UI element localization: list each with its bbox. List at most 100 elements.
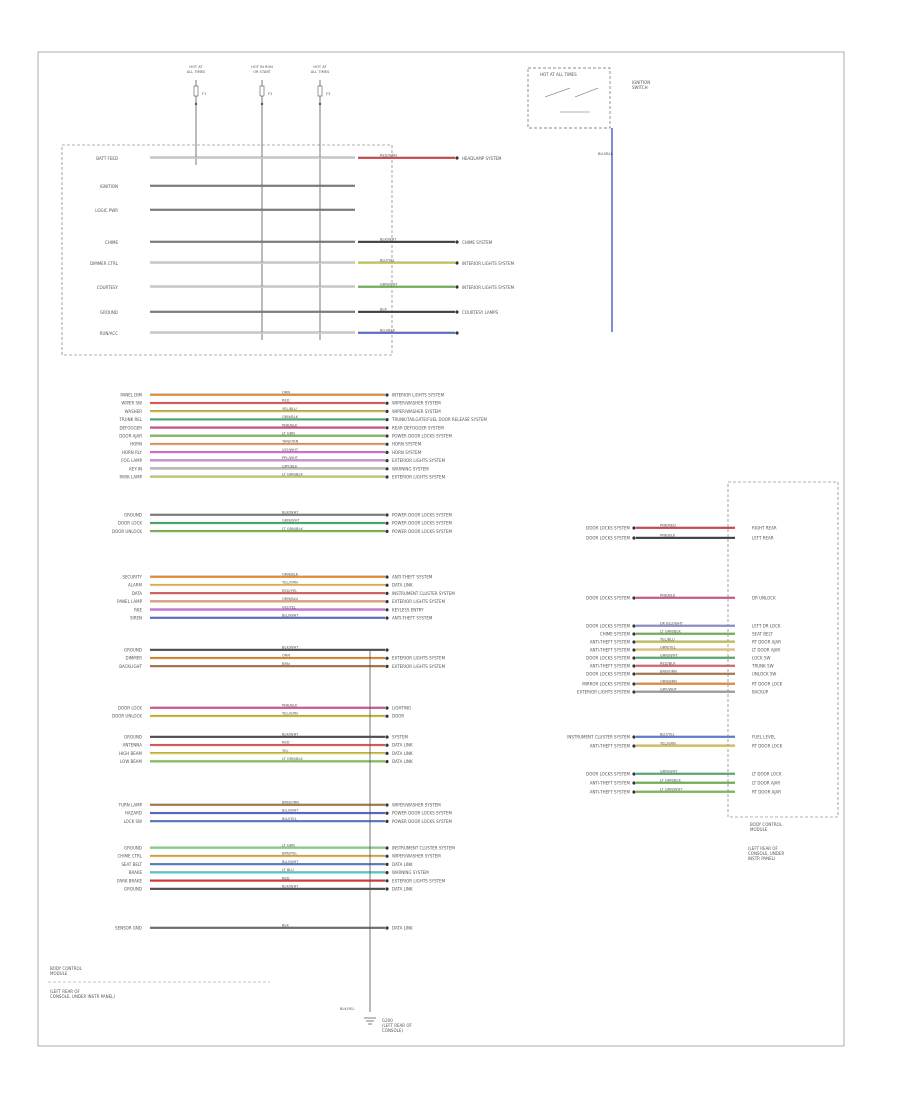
source-label: ANTI-THEFT SYSTEM: [590, 744, 631, 749]
connector-arrow: [385, 879, 389, 883]
pin-label: TRUNK SW: [751, 664, 774, 669]
connector-arrow: [385, 706, 389, 710]
bcm-location: CONSOLE, UNDER INSTR PANEL): [50, 994, 115, 999]
wire-color-label: BRN: [282, 662, 290, 666]
pin-label: LOCK SW: [124, 819, 142, 824]
pin-label: DOOR LOCK: [118, 521, 142, 526]
source-label: MIRROR LOCKS SYSTEM: [582, 682, 630, 687]
connector-arrow: [385, 450, 389, 454]
module-location: (LEFT REAR OF: [748, 846, 779, 851]
wire-color-label: PPL/WHT: [282, 456, 299, 460]
wire-color-label: ORN: [282, 654, 290, 658]
pin-label: RT DOOR AJAR: [752, 790, 781, 795]
connector-arrow: [455, 156, 459, 160]
destination-label: DATA LINK: [392, 583, 413, 588]
source-label: ANTI-THEFT SYSTEM: [590, 640, 631, 645]
destination-label: INSTRUMENT CLUSTER SYSTEM: [392, 591, 455, 596]
wire-color-label: YEL/GRN: [660, 742, 676, 746]
fuse-label: ALL TIMES: [311, 70, 330, 74]
connector-arrow: [632, 790, 636, 794]
wire-color-label: ORN: [282, 391, 290, 395]
connector-arrow: [632, 682, 636, 686]
source-label: CHIME SYSTEM: [600, 632, 631, 637]
pin-label: GROUND: [124, 887, 142, 892]
destination-label: POWER DOOR LOCKS SYSTEM: [392, 434, 452, 439]
source-label: DOOR LOCKS SYSTEM: [586, 596, 630, 601]
connector-arrow: [385, 583, 389, 587]
wire-color-label: GRN/WHT: [660, 770, 678, 774]
pin-label: DR UNLOCK: [752, 596, 776, 601]
connector-arrow: [385, 401, 389, 405]
connector-arrow: [385, 714, 389, 718]
connector-arrow: [385, 513, 389, 517]
wire-color-label: BLU/WHT: [282, 614, 299, 618]
ground-label: CONSOLE): [382, 1028, 403, 1033]
ignition-switch-box: [527, 67, 611, 129]
ground-symbol: [364, 1017, 376, 1025]
connector-arrow: [385, 846, 389, 850]
wire-color-label: BLK/WHT: [282, 511, 299, 515]
wire-color-label: DK BLU/WHT: [660, 622, 684, 626]
module-label: MODULE: [750, 827, 768, 832]
connector-arrow: [385, 591, 389, 596]
wire-color-label: RED/BLK: [660, 662, 676, 666]
connector-arrow: [632, 536, 636, 540]
connector-arrow: [455, 285, 459, 289]
destination-label: EXTERIOR LIGHTS SYSTEM: [392, 458, 446, 463]
source-label: ANTI-THEFT SYSTEM: [590, 648, 631, 653]
bcm-top-outline: [61, 144, 393, 356]
fuse-label: HOT IN RUN: [251, 65, 273, 69]
wire-color-label: BLU/WHT: [282, 860, 299, 864]
destination-label: WIPER/WASHER SYSTEM: [392, 854, 441, 859]
connector-arrow: [385, 743, 389, 747]
splice-dot: [318, 102, 322, 106]
destination-label: EXTERIOR LIGHTS SYSTEM: [392, 599, 446, 604]
destination-label: ANTI-THEFT SYSTEM: [392, 616, 433, 621]
destination-label: DATA LINK: [392, 759, 413, 764]
wire-color-label: BLU/YEL: [282, 817, 297, 821]
pin-label: TURN LAMP: [118, 803, 143, 808]
connector-arrow: [385, 442, 389, 446]
wire-color-label: BLK/WHT: [380, 238, 397, 242]
source-label: DOOR LOCKS SYSTEM: [586, 656, 630, 661]
wire-color-label: GRY/WHT: [660, 688, 678, 692]
connector-arrow: [632, 632, 636, 636]
pin-label: LOGIC PWR: [95, 208, 118, 213]
connector-arrow: [385, 459, 389, 463]
pin-label: GROUND: [124, 735, 142, 740]
connector-arrow: [385, 664, 389, 669]
source-label: DOOR LOCKS SYSTEM: [586, 624, 630, 629]
wire-color-label: ORN/BLU: [282, 597, 299, 601]
destination-label: INSTRUMENT CLUSTER SYSTEM: [392, 846, 455, 851]
destination-label: INTERIOR LIGHTS SYSTEM: [392, 393, 445, 398]
destination-label: EXTERIOR LIGHTS SYSTEM: [392, 475, 446, 480]
connector-arrow: [385, 426, 389, 430]
pin-label: SECURITY: [122, 575, 142, 580]
bcm-label: MODULE: [50, 971, 68, 976]
pin-label: GROUND: [100, 310, 118, 315]
connector-arrow: [632, 664, 636, 668]
pin-label: BACKUP: [752, 690, 769, 695]
connector-arrow: [632, 735, 636, 739]
destination-label: HORN SYSTEM: [392, 442, 422, 447]
pin-label: PARK BRAKE: [117, 878, 142, 883]
pin-label: GROUND: [124, 513, 142, 518]
destination-label: DOOR: [392, 714, 404, 719]
splice-dot: [194, 102, 198, 106]
connector-arrow: [385, 608, 389, 612]
pin-label: UNLOCK SW: [752, 672, 776, 677]
connector-arrow: [385, 735, 389, 739]
connector-arrow: [385, 811, 389, 815]
connector-arrow: [632, 744, 636, 748]
connector-arrow: [385, 616, 389, 620]
pin-label: RKE: [134, 607, 142, 612]
bcm-location: (LEFT REAR OF: [50, 989, 81, 994]
module-location: CONSOLE, UNDER: [748, 851, 784, 856]
connector-arrow: [385, 751, 389, 756]
destination-label: EXTERIOR LIGHTS SYSTEM: [392, 656, 446, 661]
wire-color-label: BLK/WHT: [282, 646, 299, 650]
wire-color-label: LT GRN/BLK: [660, 779, 681, 783]
